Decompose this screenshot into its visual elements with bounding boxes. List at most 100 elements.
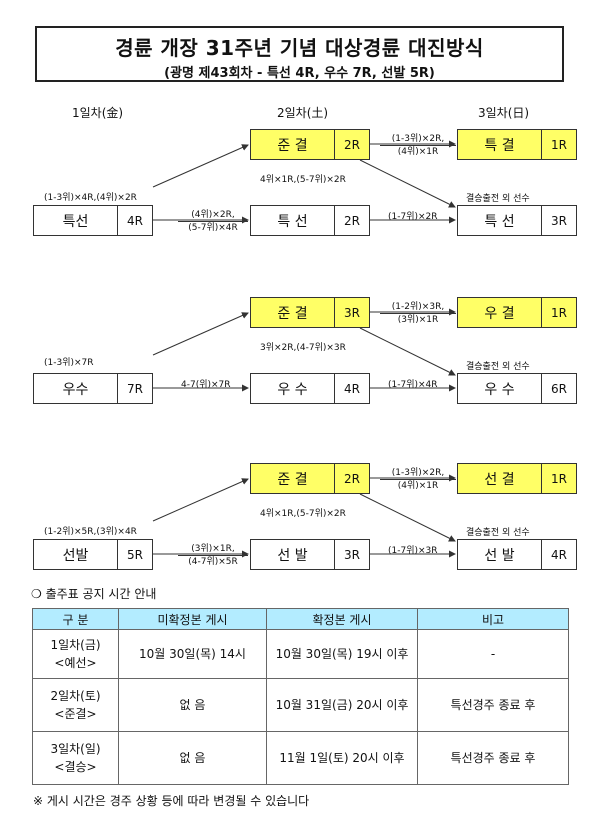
mid-forward-label: (1-7위)×4R [388,380,438,390]
row-day-cell: 1일차(금)<예선> [32,629,119,679]
mid-race-box-label: 특 선 [251,206,335,235]
row-day-cell: 2일차(토)<준결> [32,678,119,732]
note-cell: - [417,629,569,679]
schedule-notice: ❍ 출주표 공지 시간 안내 [31,585,156,602]
consolation-label: 결승출전 외 선수 [466,362,530,372]
consolation-box: 선 발 4R [457,539,577,570]
arrow-semifinal-to-consolation [359,327,456,376]
consolation-box-round: 6R [551,381,567,396]
arrow-semifinal-to-consolation [359,493,456,542]
consolation-box-label: 우 수 [458,374,542,403]
mid-race-box-round: 3R [344,547,360,562]
table-row: 3일차(일)<결승> 없 음 11월 1일(토) 20시 이후 특선경주 종료 … [32,731,569,785]
qualifier-box-round: 5R [127,547,143,562]
title-box: 경륜 개장 31주년 기념 대상경륜 대진방식 (광명 제43회차 - 특선 4… [35,26,564,82]
semifinal-box: 준 결 2R [250,129,370,160]
arrow-semifinal-to-consolation [359,159,456,208]
mid-race-box-label: 선 발 [251,540,335,569]
final-box: 특 결 1R [457,129,577,160]
advance-label: (1-2위)×5R,(3위)×4R [44,527,137,537]
consolation-box-label: 선 발 [458,540,542,569]
semifinal-box-label: 준 결 [251,464,335,493]
page-subtitle: (광명 제43회차 - 특선 4R, 우수 7R, 선발 5R) [164,66,435,81]
final-box: 선 결 1R [457,463,577,494]
semifinal-box-round: 2R [344,137,360,152]
schedule-table: 구 분 미확정본 게시 확정본 게시 비고 1일차(금)<예선> 10월 30일… [32,608,569,785]
to-mid-label: (4위)×2R,(5-7위)×4R [178,209,248,234]
semifinal-drop-label: 3위×2R,(4-7위)×3R [260,343,346,353]
mid-forward-label: (1-7위)×2R [388,212,438,222]
final-box-round: 1R [551,305,567,320]
qualifier-box-round: 4R [127,213,143,228]
arrow-to-semifinal [152,478,249,522]
qualifier-box-round: 7R [127,381,143,396]
consolation-box: 특 선 3R [457,205,577,236]
final-advance-label: (1-2위)×3R,(3위)×1R [380,301,456,326]
final-box-round: 1R [551,471,567,486]
column-header: 미확정본 게시 [118,608,267,630]
final-box: 우 결 1R [457,297,577,328]
mid-race-box-round: 4R [344,381,360,396]
qualifier-box-label: 우수 [34,374,118,403]
prelim-cell: 10월 30일(목) 14시 [118,629,267,679]
mid-race-box: 우 수 4R [250,373,370,404]
final-cell: 10월 30일(목) 19시 이후 [266,629,418,679]
mid-race-box: 선 발 3R [250,539,370,570]
consolation-box-round: 4R [551,547,567,562]
semifinal-box-label: 준 결 [251,298,335,327]
note-cell: 특선경주 종료 후 [417,731,569,785]
table-row: 1일차(금)<예선> 10월 30일(목) 14시 10월 30일(목) 19시… [32,629,569,679]
qualifier-box: 선발 5R [33,539,153,570]
semifinal-box: 준 결 3R [250,297,370,328]
semifinal-drop-label: 4위×1R,(5-7위)×2R [260,509,346,519]
note-cell: 특선경주 종료 후 [417,678,569,732]
table-row: 2일차(토)<준결> 없 음 10월 31일(금) 20시 이후 특선경주 종료… [32,678,569,732]
mid-forward-label: (1-7위)×3R [388,546,438,556]
qualifier-box: 특선 4R [33,205,153,236]
final-advance-label: (1-3위)×2R,(4위)×1R [380,133,456,158]
advance-label: (1-3위)×7R [44,358,94,368]
row-day-cell: 3일차(일)<결승> [32,731,119,785]
consolation-label: 결승출전 외 선수 [466,194,530,204]
arrow-to-semifinal [152,144,249,188]
qualifier-box: 우수 7R [33,373,153,404]
final-box-label: 우 결 [458,298,542,327]
to-mid-label: 4-7(위)×7R [181,380,231,390]
prelim-cell: 없 음 [118,731,267,785]
semifinal-box: 준 결 2R [250,463,370,494]
footnote: ※ 게시 시간은 경주 상황 등에 따라 변경될 수 있습니다 [33,794,310,808]
final-box-label: 특 결 [458,130,542,159]
semifinal-box-round: 2R [344,471,360,486]
circle-bullet-icon: ❍ [31,587,42,601]
semifinal-box-label: 준 결 [251,130,335,159]
day-1-header: 1일차(金) [72,106,124,120]
final-cell: 10월 31일(금) 20시 이후 [266,678,418,732]
consolation-label: 결승출전 외 선수 [466,528,530,538]
day-2-header: 2일차(土) [277,106,329,120]
prelim-cell: 없 음 [118,678,267,732]
column-header: 확정본 게시 [266,608,418,630]
final-box-label: 선 결 [458,464,542,493]
semifinal-drop-label: 4위×1R,(5-7위)×2R [260,175,346,185]
qualifier-box-label: 특선 [34,206,118,235]
column-header: 비고 [417,608,569,630]
semifinal-box-round: 3R [344,305,360,320]
final-cell: 11월 1일(토) 20시 이후 [266,731,418,785]
consolation-box: 우 수 6R [457,373,577,404]
mid-race-box-label: 우 수 [251,374,335,403]
qualifier-box-label: 선발 [34,540,118,569]
to-mid-label: (3위)×1R,(4-7위)×5R [178,543,248,568]
final-box-round: 1R [551,137,567,152]
page-title: 경륜 개장 31주년 기념 대상경륜 대진방식 [115,36,484,60]
arrow-to-semifinal [152,312,249,356]
mid-race-box-round: 2R [344,213,360,228]
schedule-heading: 출주표 공지 시간 안내 [45,587,157,601]
consolation-box-round: 3R [551,213,567,228]
final-advance-label: (1-3위)×2R,(4위)×1R [380,467,456,492]
day-3-header: 3일차(日) [478,106,530,120]
consolation-box-label: 특 선 [458,206,542,235]
column-header: 구 분 [32,608,119,630]
mid-race-box: 특 선 2R [250,205,370,236]
advance-label: (1-3위)×4R,(4위)×2R [44,193,137,203]
